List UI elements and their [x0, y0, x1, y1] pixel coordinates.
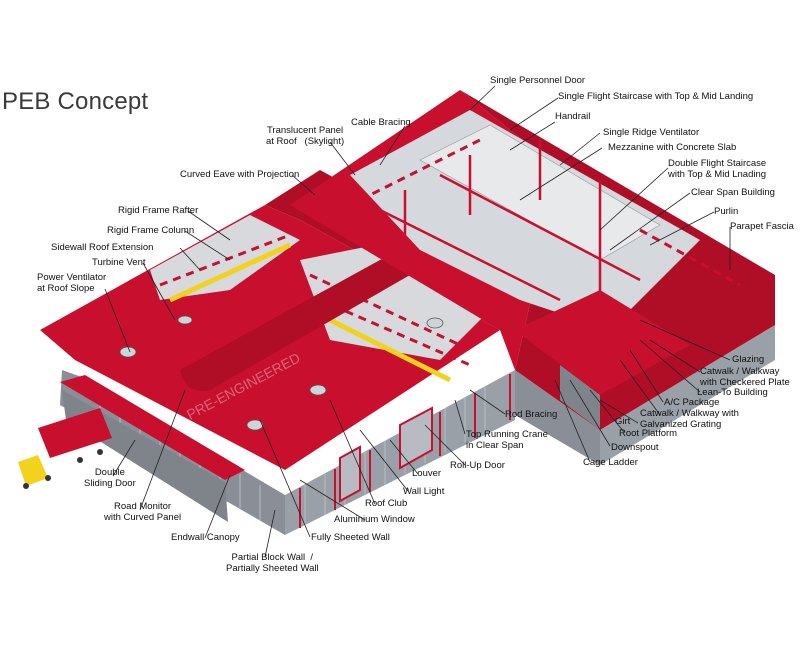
label-clear-span-building: Clear Span Building [691, 187, 775, 198]
label-rod-bracing: Rod Bracing [505, 409, 557, 420]
label-partial-block-wall: Partial Block Wall / Partially Sheeted W… [226, 552, 319, 574]
label-rigid-frame-rafter: Rigid Frame Rafter [118, 205, 198, 216]
label-curved-eave: Curved Eave with Projection [180, 169, 299, 180]
label-downspout: Downspout [611, 442, 659, 453]
label-roof-club: Roof Club [365, 498, 407, 509]
label-cage-ladder: Cage Ladder [583, 457, 638, 468]
label-root-platform: Root Platform [619, 428, 677, 439]
label-girt: Girt [615, 416, 630, 427]
label-handrail: Handrail [555, 111, 590, 122]
label-rigid-frame-column: Rigid Frame Column [107, 225, 194, 236]
label-single-personnel-door: Single Personnel Door [490, 75, 585, 86]
label-cable-bracing: Cable Bracing [351, 117, 411, 128]
label-parapet-fascia: Parapet Fascia [730, 221, 794, 232]
label-top-running-crane: Top Running Crane in Clear Span [466, 429, 548, 451]
label-road-monitor: Road Monitor with Curved Panel [104, 501, 181, 523]
label-double-flight-staircase: Double Flight Staircase with Top & Mid L… [668, 158, 766, 180]
label-translucent-panel: Translucent Panel at Roof (Skylight) [266, 125, 344, 147]
label-louver: Louver [412, 468, 441, 479]
label-sidewall-roof-extension: Sidewall Roof Extension [51, 242, 153, 253]
label-mezzanine: Mezzanine with Concrete Slab [608, 142, 736, 153]
label-turbine-vent: Turbine Vent [92, 257, 146, 268]
label-single-ridge-ventilator: Single Ridge Ventilator [603, 127, 699, 138]
label-glazing: Glazing [732, 354, 764, 365]
label-ac-package: A/C Package [664, 397, 719, 408]
label-aluminium-window: Aluminium Window [334, 514, 415, 525]
label-wall-light: Wall Light [403, 486, 444, 497]
label-roll-up-door: Roll-Up Door [450, 460, 505, 471]
label-double-sliding-door: Double Sliding Door [84, 467, 136, 489]
label-fully-sheeted-wall: Fully Sheeted Wall [311, 532, 390, 543]
label-purlin: Purlin [714, 206, 738, 217]
label-catwalk-galvanized: Catwalk / Walkway with Galvanized Gratin… [640, 408, 739, 430]
label-catwalk-checkered: Catwalk / Walkway with Checkered Plate [700, 366, 790, 388]
label-endwall-canopy: Endwall Canopy [171, 532, 240, 543]
label-power-ventilator: Power Ventilator at Roof Slope [37, 272, 106, 294]
label-single-flight-staircase: Single Flight Staircase with Top & Mid L… [558, 91, 753, 102]
